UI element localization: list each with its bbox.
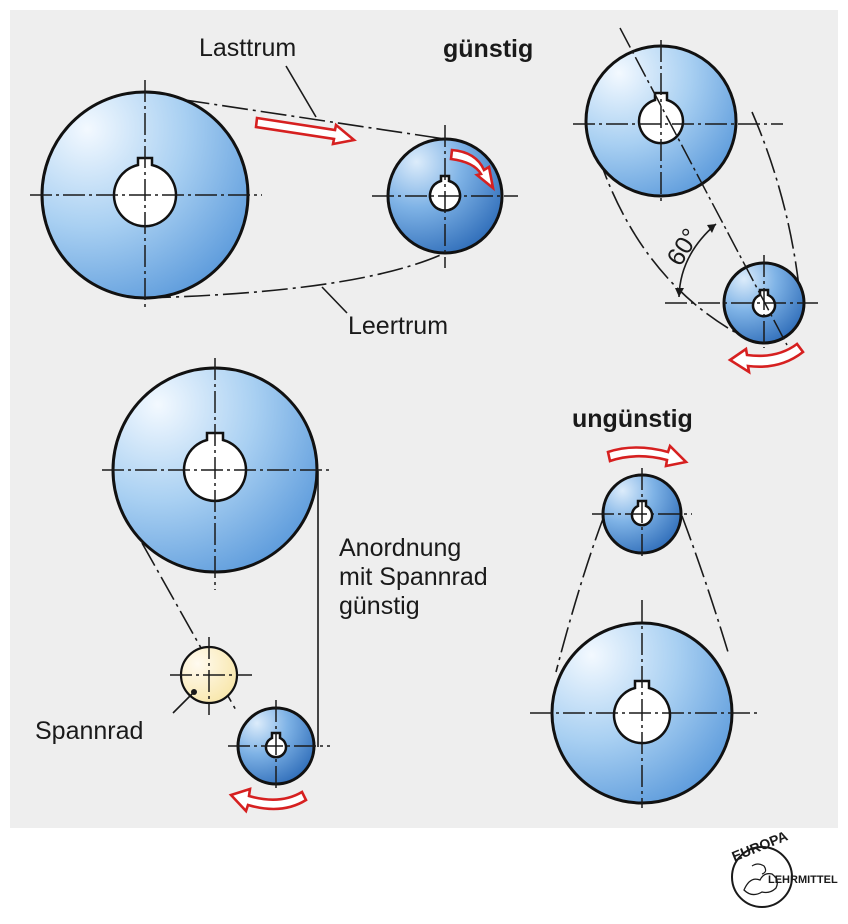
europa-lehrmittel-logo: EUROPA LEHRMITTEL (729, 828, 838, 908)
guenstig-heading: günstig (443, 35, 533, 63)
load-direction-arrow (254, 116, 357, 146)
center-connection-line (619, 27, 788, 346)
tension-pulley-drive: Anordnung mit Spannrad günstig Spannrad (35, 358, 488, 814)
rotation-arrow-small-pulley (449, 148, 495, 192)
lasttrum-leader (285, 65, 317, 118)
logo-side-text: LEHRMITTEL (768, 874, 838, 886)
rotation-arrow-inclined (727, 342, 805, 375)
leertrum-leader (321, 286, 348, 314)
anordnung-line2: mit Spannrad (339, 563, 488, 591)
horizontal-belt-drive: Lasttrum Leertrum (30, 34, 518, 340)
rotation-arrow-tension (228, 787, 308, 814)
lasttrum-label: Lasttrum (199, 34, 296, 62)
rotation-arrow-top (606, 443, 689, 468)
unfavourable-belt-drive: ungünstig (530, 405, 758, 808)
ungguenstig-heading: ungünstig (572, 405, 693, 433)
anordnung-line1: Anordnung (339, 534, 461, 562)
spannrad-label: Spannrad (35, 717, 143, 745)
leertrum-belt (144, 252, 446, 299)
leertrum-label: Leertrum (348, 312, 448, 340)
spannrad-leader (172, 691, 195, 714)
anordnung-line3: günstig (339, 592, 420, 620)
lasttrum-belt (144, 93, 446, 140)
europe-map-icon (743, 872, 778, 896)
inclined-belt-drive: günstig 60° (443, 27, 818, 375)
